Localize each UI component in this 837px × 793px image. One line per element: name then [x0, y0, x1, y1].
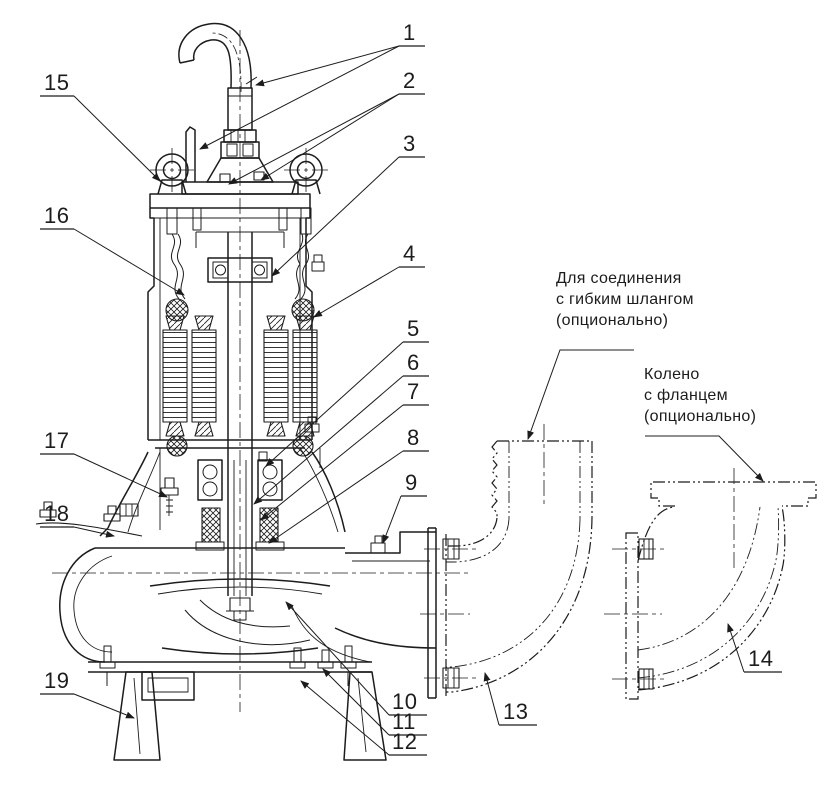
callout-1: 1 [403, 20, 416, 45]
callout-9: 9 [405, 470, 418, 495]
callout-14: 14 [748, 646, 774, 671]
callout-17: 17 [44, 428, 70, 453]
note-line: Колено [644, 366, 700, 383]
shaft [227, 232, 253, 596]
note-line: (опционально) [556, 312, 669, 329]
callout-3: 3 [403, 131, 416, 156]
motor-wires [170, 233, 310, 300]
note-line: Для соединения [556, 270, 682, 287]
leader-lines [73, 45, 764, 756]
right-bracket [311, 451, 346, 533]
volute-casing [59, 531, 437, 673]
note-line: с гибким шлангом [556, 291, 694, 308]
callout-2: 2 [403, 68, 416, 93]
callout-13: 13 [503, 699, 529, 724]
callout-underlines [40, 45, 782, 756]
left-bracket [99, 451, 149, 537]
stator-windings [162, 298, 318, 457]
callout-19: 19 [44, 668, 70, 693]
callout-16: 16 [44, 203, 70, 228]
discharge-flange [427, 527, 460, 699]
flanged-elbow-outline [625, 481, 817, 700]
cable-guard-rod [185, 126, 196, 182]
callout-5: 5 [407, 316, 420, 341]
note-line: с фланцем [644, 387, 728, 404]
callout-7: 7 [407, 379, 420, 404]
base-stand [99, 645, 387, 761]
callout-15: 15 [44, 70, 70, 95]
hose-connection-note: Для соединения с гибким шлангом (опциона… [556, 268, 694, 331]
right-bracket-inner [299, 447, 339, 533]
cable-hook [178, 22, 258, 89]
left-bracket-inner [127, 451, 161, 533]
impeller [149, 578, 331, 655]
flanged-elbow-bolts [638, 538, 654, 690]
top-cover [149, 171, 311, 219]
pump-body [35, 22, 460, 761]
centerlines [52, 30, 735, 712]
callout-6: 6 [407, 350, 420, 375]
callout-8: 8 [407, 425, 420, 450]
left-fittings [35, 477, 179, 537]
callout-18: 18 [44, 501, 70, 526]
callout-10: 10 [392, 689, 418, 714]
callout-11: 11 [392, 709, 416, 734]
callout-4: 4 [403, 241, 416, 266]
lifting-eyes [155, 153, 323, 235]
callout-12: 12 [392, 729, 418, 754]
hose-elbow-outline [445, 440, 593, 698]
flanged-elbow-note: Колено с фланцем (опционально) [644, 364, 756, 427]
note-line: (опционально) [644, 408, 757, 425]
